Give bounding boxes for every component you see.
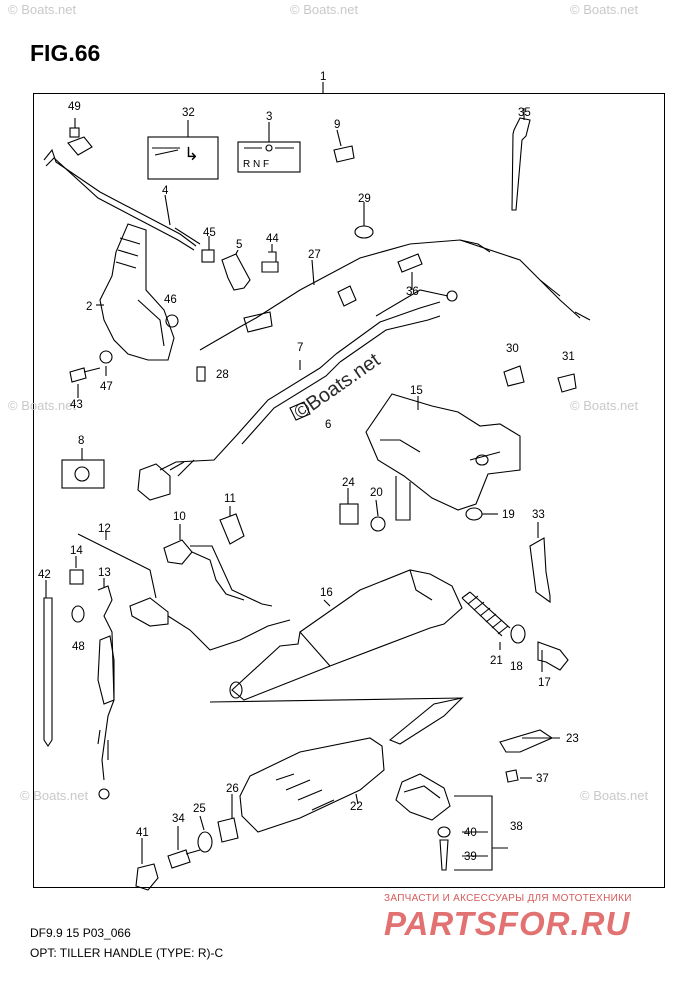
callout-23: 23	[566, 733, 579, 745]
watermark: © Boats.net	[20, 788, 89, 803]
grommet-9-part	[333, 129, 355, 163]
sleeve-11-part	[219, 506, 245, 545]
stop-switch-12-part	[77, 532, 291, 651]
callout-labels: 1 49 32 3 9 35 4 45 5 44 29 27 2 46 36 2…	[38, 71, 579, 863]
watermarks: © Boats.net © Boats.net © Boats.net © Bo…	[8, 2, 649, 803]
callout-16: 16	[320, 587, 333, 599]
grip-22-part	[239, 697, 464, 833]
callout-26: 26	[226, 783, 239, 795]
ring-29-part	[354, 202, 374, 239]
brand-logo: PARTSFOR.RU	[384, 905, 631, 942]
brand-tagline: ЗАПЧАСТИ И АКСЕССУАРЫ ДЛЯ МОТОТЕХНИКИ	[384, 893, 632, 904]
callout-12: 12	[98, 523, 111, 535]
callout-44: 44	[266, 233, 279, 245]
parts-23-37	[499, 729, 554, 783]
parts-45-5-44	[201, 236, 279, 291]
watermark: © Boats.net	[8, 398, 77, 413]
callout-31: 31	[562, 351, 575, 363]
callout-15: 15	[410, 385, 423, 397]
callout-29: 29	[358, 193, 371, 205]
callout-8: 8	[78, 435, 84, 447]
callout-41: 41	[136, 827, 149, 839]
callout-17: 17	[538, 677, 551, 689]
callout-48: 48	[72, 641, 85, 653]
callout-3: 3	[266, 111, 272, 123]
callout-19: 19	[502, 509, 515, 521]
callout-4: 4	[162, 185, 169, 197]
callout-13: 13	[98, 567, 111, 579]
watermark: © Boats.net	[570, 2, 639, 17]
switch-10-part	[163, 524, 273, 607]
callout-40: 40	[464, 827, 477, 839]
decal-32: ↳	[147, 120, 219, 180]
callout-10: 10	[173, 511, 186, 523]
grip-2-part	[96, 223, 175, 361]
watermark: © Boats.net	[8, 2, 77, 17]
decal-32-symbol: ↳	[184, 144, 199, 164]
tiller-16-part	[229, 569, 463, 701]
callout-20: 20	[370, 487, 383, 499]
fasteners-46-47-43	[69, 314, 179, 398]
cable-27-part	[199, 239, 591, 351]
bracket-15-part	[365, 393, 521, 521]
diagram-code: DF9.9 15 P03_066	[30, 926, 131, 940]
callout-22: 22	[350, 801, 363, 813]
tie-35-part	[511, 108, 531, 211]
callout-5: 5	[236, 239, 242, 251]
callout-6: 6	[325, 419, 331, 431]
callout-37: 37	[536, 773, 549, 785]
callout-49: 49	[68, 101, 81, 113]
watermark: © Boats.net	[580, 788, 649, 803]
callout-38: 38	[510, 821, 523, 833]
callout-46: 46	[164, 294, 177, 306]
caps-30-31	[503, 365, 577, 393]
parts-24-20-19	[339, 488, 498, 532]
watermark: © Boats.net	[570, 398, 639, 413]
assembly-frame	[33, 93, 665, 888]
callout-35: 35	[518, 107, 531, 119]
watermark: © Boats.net	[290, 2, 359, 17]
callout-27: 27	[308, 249, 321, 261]
callout-11: 11	[224, 493, 236, 505]
clip-49-part	[67, 118, 93, 156]
lanyard-13-part	[97, 578, 115, 800]
callout-36: 36	[406, 286, 419, 298]
parts-21-18-17	[461, 591, 569, 672]
callout-32: 32	[182, 107, 195, 119]
callout-47: 47	[100, 381, 113, 393]
callout-33: 33	[532, 509, 545, 521]
callout-18: 18	[510, 661, 523, 673]
callout-39: 39	[464, 851, 477, 863]
watermark-center: ©Boats.net	[290, 349, 384, 424]
callout-1: 1	[320, 71, 326, 83]
parts-26-25-34-41	[135, 794, 239, 891]
bracket-33-part	[529, 522, 551, 604]
callout-42: 42	[38, 569, 51, 581]
callout-24: 24	[342, 477, 355, 489]
callout-9: 9	[334, 119, 340, 131]
switch-38-part	[395, 773, 451, 871]
parts-14-48-42	[43, 556, 85, 747]
callout-14: 14	[70, 545, 83, 557]
callout-30: 30	[506, 343, 519, 355]
callout-34: 34	[172, 813, 185, 825]
callout-2: 2	[86, 301, 92, 313]
harness-36-part	[335, 253, 458, 363]
diagram-description: OPT: TILLER HANDLE (TYPE: R)-C	[30, 946, 224, 960]
callout-21: 21	[490, 655, 503, 667]
callout-7: 7	[297, 342, 303, 354]
rod-4-part	[43, 148, 201, 251]
callout-28: 28	[216, 369, 229, 381]
decal-3-letters: R N F	[243, 159, 269, 170]
harness-7-part	[137, 353, 341, 501]
pin-28-part	[196, 366, 206, 382]
leader-lines	[209, 697, 560, 871]
figure-title: FIG.66	[30, 40, 101, 66]
decal-3: R N F	[237, 122, 301, 173]
callout-25: 25	[193, 803, 206, 815]
callout-43: 43	[70, 399, 83, 411]
clip-8-part	[61, 448, 105, 489]
callout-45: 45	[203, 227, 216, 239]
